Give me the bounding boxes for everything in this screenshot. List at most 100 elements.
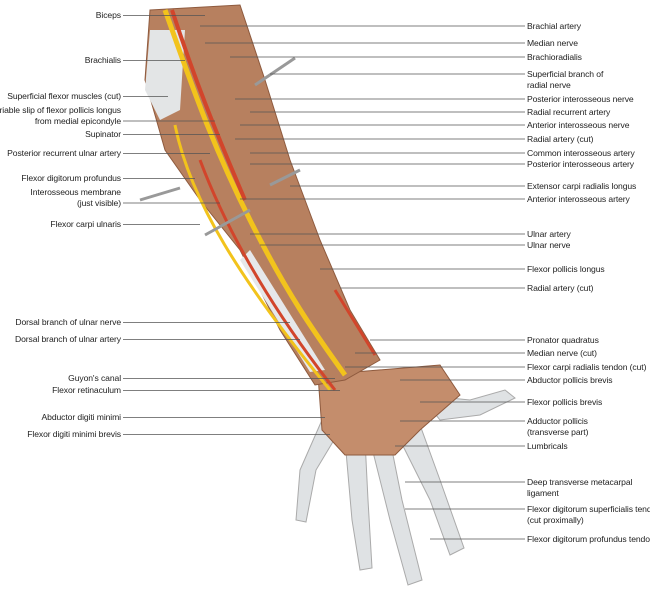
left-label: Biceps bbox=[96, 10, 121, 21]
left-label: Brachialis bbox=[85, 55, 121, 66]
elbow-tendon bbox=[145, 30, 185, 120]
label-line: Biceps bbox=[95, 10, 121, 20]
right-label: Radial artery (cut) bbox=[527, 283, 594, 294]
label-line: Interosseous membrane bbox=[30, 187, 121, 197]
pin bbox=[139, 186, 181, 202]
label-line: Ulnar artery bbox=[527, 229, 571, 239]
label-line: Abductor digiti minimi bbox=[41, 412, 122, 422]
label-line: Posterior recurrent ulnar artery bbox=[7, 148, 121, 158]
label-line: Flexor digitorum superficialis tendon bbox=[527, 504, 650, 514]
label-line: Brachioradialis bbox=[527, 52, 582, 62]
right-label: Flexor pollicis brevis bbox=[527, 397, 602, 408]
left-label: Flexor carpi ulnaris bbox=[50, 219, 121, 230]
right-label: Abductor pollicis brevis bbox=[527, 375, 613, 386]
brachial-artery bbox=[170, 9, 247, 201]
label-line: Brachial artery bbox=[527, 21, 581, 31]
label-line: from medial epicondyle bbox=[34, 115, 121, 126]
label-line: Common interosseous artery bbox=[527, 148, 635, 158]
label-line: Flexor carpi ulnaris bbox=[50, 219, 121, 229]
label-line: (transverse part) bbox=[527, 426, 589, 437]
right-label: Ulnar nerve bbox=[527, 240, 570, 251]
left-label: Dorsal branch of ulnar nerve bbox=[15, 317, 121, 328]
label-line: Flexor digitorum profundus tendon bbox=[527, 534, 650, 544]
label-line: Median nerve bbox=[527, 38, 578, 48]
label-line: Flexor pollicis brevis bbox=[527, 397, 603, 407]
label-line: Brachialis bbox=[84, 55, 121, 65]
left-label: Guyon's canal bbox=[68, 373, 121, 384]
label-line: Superficial branch of bbox=[527, 69, 604, 79]
label-line: (just visible) bbox=[77, 197, 121, 208]
label-line: (cut proximally) bbox=[527, 514, 584, 525]
right-label: Posterior interosseous artery bbox=[527, 159, 634, 170]
right-label: Flexor digitorum superficialis tendon(cu… bbox=[527, 504, 650, 525]
label-line: Abductor pollicis brevis bbox=[527, 375, 613, 385]
pin bbox=[254, 56, 296, 87]
left-label: Flexor retinaculum bbox=[52, 385, 121, 396]
label-line: Dorsal branch of ulnar nerve bbox=[15, 317, 121, 327]
right-label: Flexor pollicis longus bbox=[527, 264, 605, 275]
right-label: Lumbricals bbox=[527, 441, 568, 452]
label-line: Posterior interosseous artery bbox=[527, 159, 634, 169]
label-line: ligament bbox=[527, 487, 559, 498]
right-label: Adductor pollicis(transverse part) bbox=[527, 416, 588, 437]
label-line: Flexor carpi radialis tendon (cut) bbox=[527, 362, 647, 372]
right-label: Brachioradialis bbox=[527, 52, 582, 63]
right-label: Pronator quadratus bbox=[527, 335, 599, 346]
right-label: Anterior interosseous nerve bbox=[527, 120, 629, 131]
label-line: Anterior interosseous nerve bbox=[527, 120, 630, 130]
label-line: Flexor pollicis longus bbox=[527, 264, 605, 274]
right-label: Median nerve bbox=[527, 38, 578, 49]
label-line: Pronator quadratus bbox=[527, 335, 599, 345]
left-label: Interosseous membrane(just visible) bbox=[30, 187, 121, 208]
left-label: Dorsal branch of ulnar artery bbox=[15, 334, 121, 345]
label-line: Median nerve (cut) bbox=[527, 348, 597, 358]
median-nerve bbox=[162, 9, 348, 377]
label-line: Ulnar nerve bbox=[527, 240, 571, 250]
left-label: Posterior recurrent ulnar artery bbox=[7, 148, 121, 159]
right-label: Radial recurrent artery bbox=[527, 107, 610, 118]
ulnar-artery bbox=[198, 159, 337, 391]
ulnar-nerve bbox=[173, 124, 332, 391]
label-line: Radial recurrent artery bbox=[527, 107, 611, 117]
left-label: Abductor digiti minimi bbox=[41, 412, 122, 423]
right-label: Ulnar artery bbox=[527, 229, 571, 240]
right-label: Extensor carpi radialis longus bbox=[527, 181, 636, 192]
label-line: Adductor pollicis bbox=[527, 416, 588, 426]
right-label: Radial artery (cut) bbox=[527, 134, 594, 145]
label-line: Flexor retinaculum bbox=[52, 385, 121, 395]
forearm-hand-illustration bbox=[139, 4, 516, 586]
right-label: Flexor carpi radialis tendon (cut) bbox=[527, 362, 646, 373]
right-label: Posterior interosseous nerve bbox=[527, 94, 634, 105]
right-label: Brachial artery bbox=[527, 21, 581, 32]
radial-artery bbox=[333, 289, 377, 356]
label-line: Flexor digiti minimi brevis bbox=[27, 429, 121, 439]
label-line: Flexor digitorum profundus bbox=[21, 173, 121, 183]
label-line: Dorsal branch of ulnar artery bbox=[14, 334, 121, 344]
label-line: Anterior interosseous artery bbox=[527, 194, 630, 204]
pin bbox=[269, 168, 301, 187]
flexor-tendons bbox=[240, 250, 325, 372]
leader-lines bbox=[123, 15, 525, 540]
label-line: Radial artery (cut) bbox=[527, 283, 594, 293]
left-label: Superficial flexor muscles (cut) bbox=[7, 91, 121, 102]
label-line: Variable slip of flexor pollicis longus bbox=[0, 105, 121, 115]
ring-finger bbox=[344, 439, 373, 571]
right-label: Anterior interosseous artery bbox=[527, 194, 630, 205]
label-line: Lumbricals bbox=[527, 441, 568, 451]
label-line: Radial artery (cut) bbox=[527, 134, 594, 144]
pin bbox=[204, 208, 251, 237]
left-label: Flexor digitorum profundus bbox=[21, 173, 121, 184]
label-line: radial nerve bbox=[527, 79, 571, 90]
label-line: Deep transverse metacarpal bbox=[527, 477, 633, 487]
left-label: Flexor digiti minimi brevis bbox=[27, 429, 121, 440]
label-line: Posterior interosseous nerve bbox=[527, 94, 634, 104]
label-line: Superficial flexor muscles (cut) bbox=[7, 91, 121, 101]
right-label: Median nerve (cut) bbox=[527, 348, 597, 359]
label-line: Supinator bbox=[85, 129, 121, 139]
left-label: Supinator bbox=[85, 129, 121, 140]
